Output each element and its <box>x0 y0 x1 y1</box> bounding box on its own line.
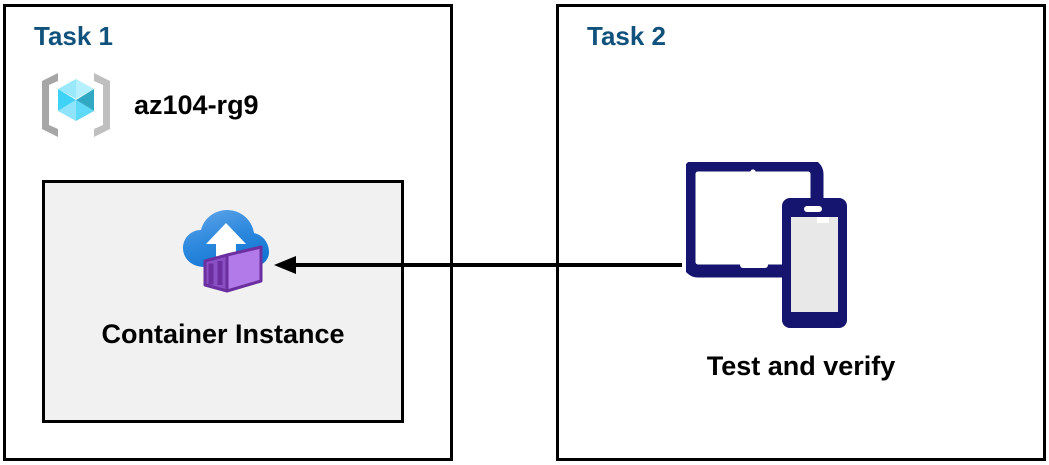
task-2-heading: Task 2 <box>587 21 667 51</box>
azure-resource-group-icon <box>36 69 116 141</box>
test-and-verify-label: Test and verify <box>706 351 896 381</box>
container-instance-box: Container Instance <box>42 180 404 423</box>
task-1-heading: Task 1 <box>34 21 114 51</box>
resource-group-label: az104-rg9 <box>134 89 259 120</box>
task-1-panel: Task 1 <box>3 4 453 461</box>
container-instance-label: Container Instance <box>101 319 345 349</box>
resource-group-row: az104-rg9 <box>36 69 259 141</box>
